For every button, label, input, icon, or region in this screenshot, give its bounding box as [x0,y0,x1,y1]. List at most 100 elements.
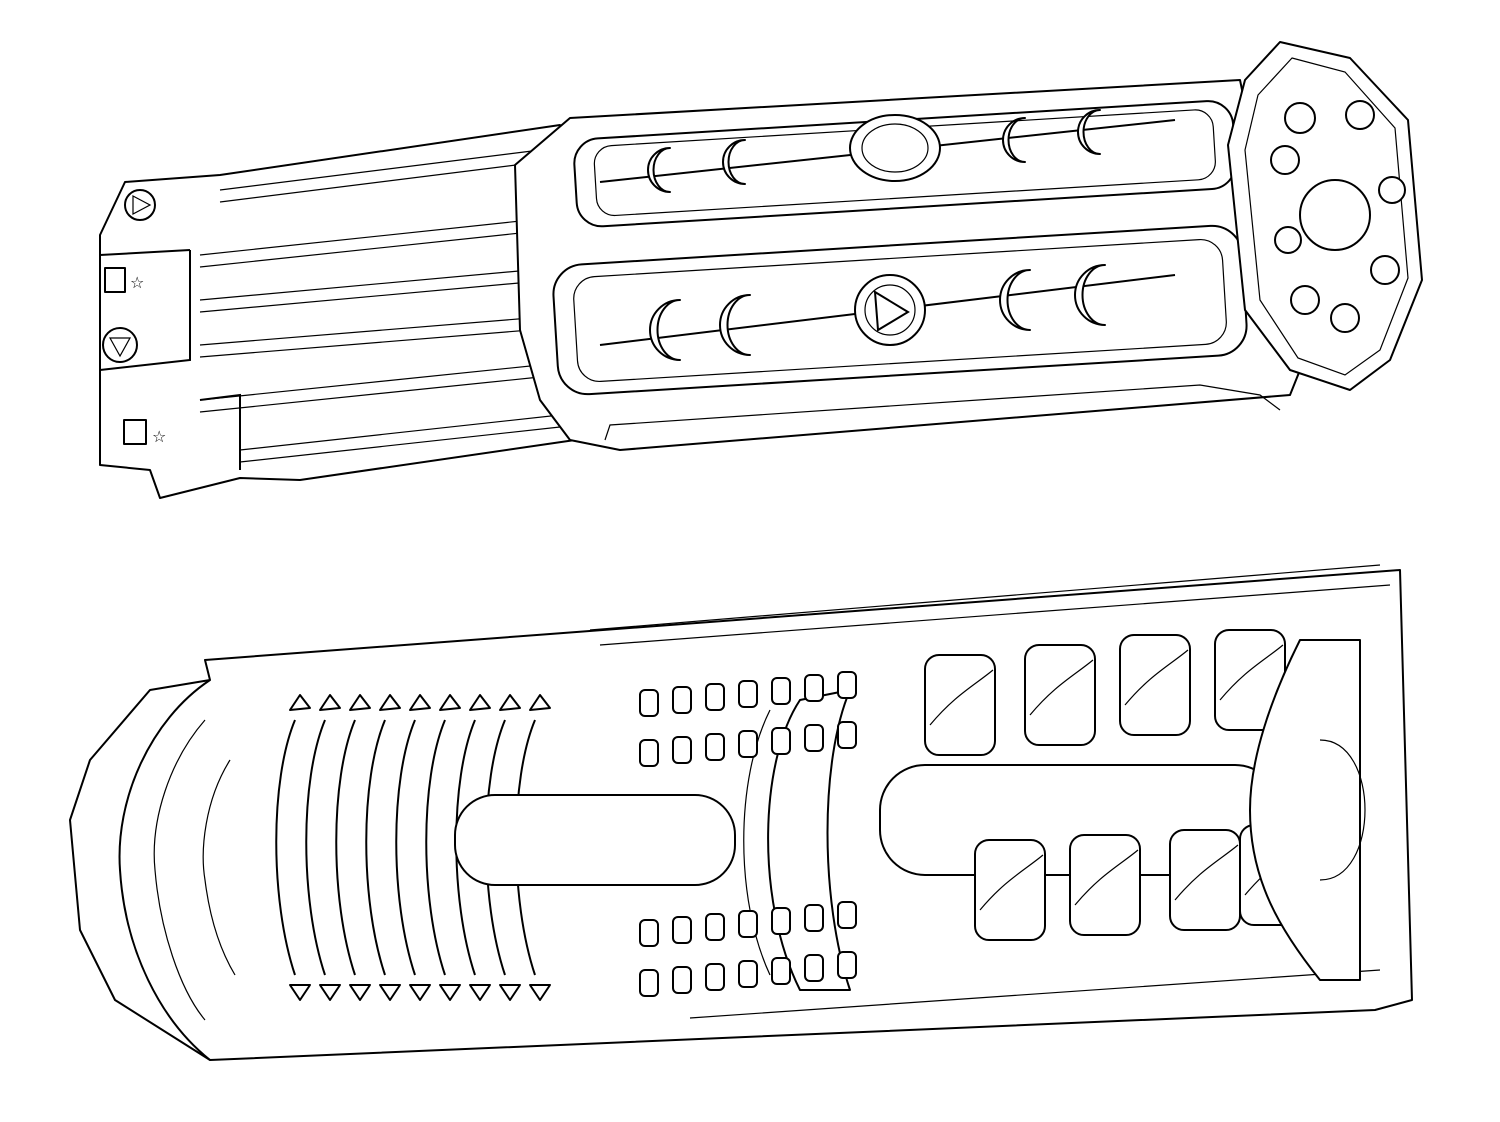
baffle-window [974,839,1046,941]
crescent-moon-cutout-icon [719,294,751,356]
thread-tooth [469,984,491,1001]
vent-slot [804,904,824,932]
flute-line [199,269,531,301]
thread-tooth [409,694,431,711]
vent-slot [837,901,857,929]
flute-line [199,364,541,401]
baffle-contour [929,669,994,726]
baffle-windows [924,629,1311,941]
thread-tooth [319,984,341,1001]
svg-text:☆: ☆ [152,427,166,446]
vent-slot [705,683,725,711]
baffle-contour [1174,844,1239,901]
vent-slot [672,686,692,714]
thread-ridge [395,719,416,976]
vent-slot [639,969,659,997]
thread-tooth [499,694,521,711]
vent-slot [804,724,824,752]
crescent-moon-cutout-icon [1077,109,1101,155]
vent-slot [771,907,791,935]
crescent-moon-cutouts [647,109,1106,361]
triangle-circle-emblem-icon [124,189,156,221]
vent-slot [639,919,659,947]
flute-line [239,426,561,463]
vent-slot [705,913,725,941]
baffle-contour [1219,644,1284,701]
flute-line [219,149,541,191]
square-star-emblem-icon: ☆ [104,267,144,293]
thread-tooth [439,984,461,1001]
baffle-window [1069,834,1141,936]
crescent-moon-cutout-icon [649,299,681,361]
thread-ridge [425,719,446,976]
thread-tooth [439,694,461,711]
thread-tooth [319,694,341,711]
svg-text:☆: ☆ [130,273,144,292]
vent-slot [639,739,659,767]
vent-slot [738,960,758,988]
thread-tooth [529,984,551,1001]
flute-line [219,161,541,203]
vent-slot [672,736,692,764]
vent-slot [639,689,659,717]
baffle-window [924,654,996,756]
vent-slot [672,966,692,994]
vent-slot [804,674,824,702]
vent-slot [837,951,857,979]
vent-slot [672,916,692,944]
thread-ridge [275,719,296,976]
thread-tooth [469,694,491,711]
flute-line [199,219,531,256]
thread-tooth [289,984,311,1001]
thread-tooth [379,694,401,711]
crescent-moon-cutout-icon [722,139,746,185]
thread-tooth [349,984,371,1001]
vent-slot [738,730,758,758]
thread-ridge [305,719,326,976]
vent-slot [738,680,758,708]
exterior-view: ☆ ☆ [99,41,1423,499]
thread-tooth [289,694,311,711]
baffle-contour [1074,849,1139,906]
flute-line [199,329,531,358]
triangle-circle-emblem-icon [102,327,138,363]
cutaway-view [69,564,1413,1061]
thread-tooth [349,694,371,711]
thread-tooth [379,984,401,1001]
vent-slot [771,677,791,705]
vent-slot [837,721,857,749]
baffle-contour [1029,659,1094,716]
baffle-window [1024,644,1096,746]
baffle-contour [1124,649,1189,706]
vent-slot [771,727,791,755]
square-star-emblem-icon: ☆ [123,419,166,446]
vent-slot [705,733,725,761]
vent-slot [705,963,725,991]
baffle-vent-slots [639,671,857,997]
rear-fluted-section [99,124,576,499]
baffle-window [1169,829,1241,931]
flute-line [199,317,531,346]
crescent-moon-cutout-icon [647,147,671,193]
thread-tooth [529,694,551,711]
vent-slot [804,954,824,982]
thread-tooth [499,984,521,1001]
vent-slot [837,671,857,699]
crescent-moon-cutout-icon [1002,117,1026,163]
flute-line [199,231,531,268]
baffle-contour [979,854,1044,911]
flute-line [199,376,541,413]
vent-slot [771,957,791,985]
center-triangle-emblem-icon [854,274,926,346]
octagonal-end-cap [1227,41,1423,391]
crescent-moon-cutout-icon [999,269,1031,331]
center-circle-cutout [849,114,941,182]
vent-slot [738,910,758,938]
baffle-window [1119,634,1191,736]
thread-tooth [409,984,431,1001]
flute-line [199,281,531,313]
thread-ridge [365,719,386,976]
flute-line [239,414,561,451]
crescent-moon-cutout-icon [1074,264,1106,326]
